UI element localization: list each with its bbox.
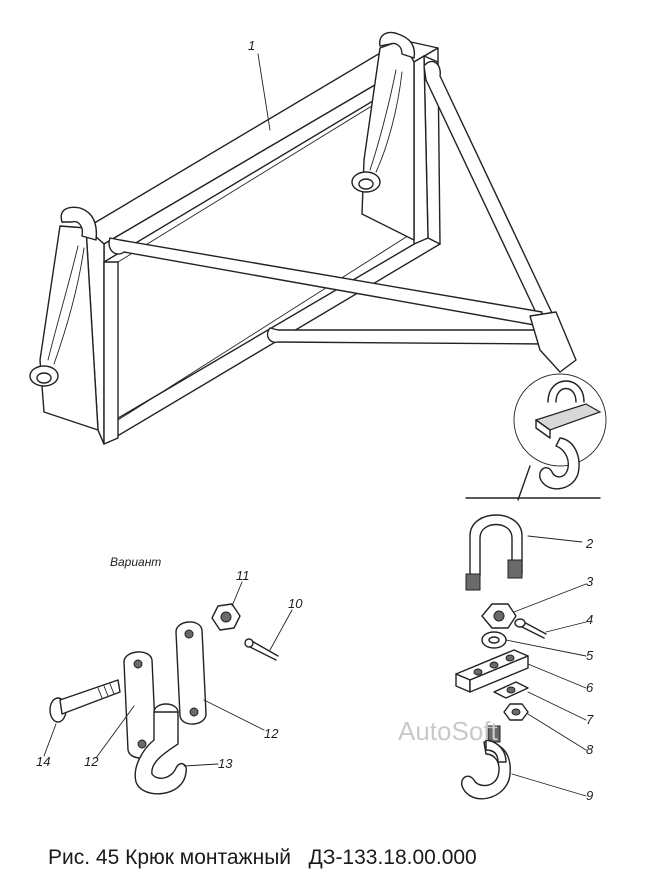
watermark: AutoSoft (398, 716, 499, 746)
callout-8: 8 (586, 742, 594, 757)
variant-cotter-pin (244, 638, 279, 661)
variant-label: Вариант (110, 555, 161, 569)
exploded-parts (455, 514, 547, 800)
callout-3: 3 (586, 574, 594, 589)
callout-2: 2 (585, 536, 594, 551)
variant-hook (134, 703, 188, 795)
callout-12-right: 12 (264, 726, 279, 741)
callout-7: 7 (586, 712, 594, 727)
callout-14: 14 (36, 754, 50, 769)
callout-11: 11 (236, 568, 250, 583)
callout-13: 13 (218, 756, 233, 771)
small-plate (493, 681, 529, 699)
callout-4: 4 (586, 612, 593, 627)
plate (455, 649, 529, 693)
cotter-pin (514, 618, 547, 639)
callout-5: 5 (586, 648, 594, 663)
nut (503, 703, 529, 721)
callout-numbers: 1 2 3 4 5 6 7 8 9 10 11 12 12 13 14 (36, 38, 594, 803)
callout-1: 1 (248, 38, 255, 53)
callout-6: 6 (586, 680, 594, 695)
variant-nut (211, 603, 241, 631)
variant-side-plate-right (175, 621, 207, 725)
hook (460, 725, 511, 800)
castle-nut (481, 603, 517, 629)
variant-bolt (49, 679, 121, 723)
callout-9: 9 (586, 788, 593, 803)
callout-12-left: 12 (84, 754, 99, 769)
washer (481, 631, 507, 649)
figure-caption: Рис. 45 Крюк монтажный ДЗ-133.18.00.000 (48, 846, 477, 869)
variant-parts (49, 603, 279, 795)
callout-10: 10 (288, 596, 303, 611)
mounting-frame (29, 31, 607, 501)
u-bolt (465, 514, 523, 591)
leader-lines (43, 53, 587, 797)
